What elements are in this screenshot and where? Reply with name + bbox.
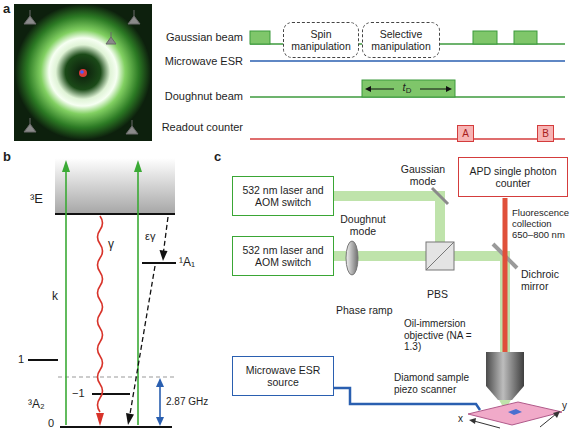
readout-pulse: A <box>457 125 474 142</box>
state-label: ³E <box>30 192 43 207</box>
arrowhead <box>62 160 70 172</box>
beam-label: Doughnut mode <box>338 213 388 237</box>
readout-trace <box>250 138 565 139</box>
arrowhead <box>126 413 134 425</box>
box-text: 532 nm laser and AOM switch <box>238 184 328 208</box>
diamond-chip <box>508 409 522 415</box>
spin-level-label: −1 <box>72 387 85 400</box>
gaussian-pulse <box>250 31 270 44</box>
microwave-trace <box>250 60 565 61</box>
energy-level <box>92 393 130 395</box>
panel-letter: a <box>3 2 10 17</box>
doughnut-pulse <box>362 80 455 97</box>
axis-arrow <box>540 414 556 427</box>
signal-name: Gaussian beam <box>146 31 243 44</box>
arrowhead <box>160 250 168 261</box>
fluorescence-beam <box>503 198 508 356</box>
readout-pulse: B <box>537 125 554 142</box>
box-text: A <box>462 128 469 140</box>
signal-name: Readout counter <box>146 121 243 134</box>
arrowhead <box>156 378 164 387</box>
arrowhead <box>365 86 371 92</box>
laser-box: 532 nm laser and AOM switch <box>232 236 334 276</box>
nv-symbol <box>106 32 116 44</box>
arrowhead <box>96 413 104 426</box>
objective-lens <box>486 352 524 400</box>
duration-arrow <box>420 89 447 90</box>
energy-level <box>142 262 176 264</box>
excitation-arrow <box>137 172 139 425</box>
box-text: B <box>542 128 549 140</box>
spin-level-label: 0 <box>48 417 54 430</box>
box-text: 532 nm laser and AOM switch <box>238 244 328 268</box>
component-label: Oil-immersion objective (NA = 1.3) <box>404 318 482 353</box>
component-label: PBS <box>427 288 448 300</box>
beam-label: Fluorescence collection 650–800 nm <box>512 208 572 241</box>
arrowhead <box>134 160 142 172</box>
state-label: ³A₂ <box>28 398 45 412</box>
gaussian-pulse <box>514 31 537 44</box>
gaussian-beam <box>334 196 440 244</box>
sequence-step-box: Spin manipulation <box>283 22 359 58</box>
signal-name: Microwave ESR <box>146 55 243 68</box>
beam-splitter <box>426 242 454 270</box>
panel-letter: b <box>3 150 11 165</box>
energy-level <box>55 213 175 215</box>
rate-label: k <box>52 290 58 304</box>
splitting-arrow <box>159 385 161 419</box>
gaussian-pulse <box>473 31 497 44</box>
nv-center-dot <box>80 70 84 74</box>
component-label: Phase ramp <box>336 304 393 316</box>
duration-arrow <box>370 89 394 90</box>
box-text: APD single photon counter <box>464 165 562 189</box>
detector-box: APD single photon counter <box>458 157 568 197</box>
component-label: Dichroic mirror <box>521 268 569 292</box>
axis-label: y <box>562 400 567 412</box>
box-text: Microwave ESR source <box>238 364 328 388</box>
diamond-sample <box>468 402 562 425</box>
duration-label: tD <box>396 81 418 95</box>
box-text: Selective manipulation <box>367 28 435 52</box>
emission-wave <box>98 216 103 412</box>
beam-splitter-diagonal <box>426 242 454 270</box>
arrowhead <box>553 411 560 418</box>
component-label: Diamond sample piezo scanner <box>394 372 478 395</box>
doughnut-glow <box>15 4 151 140</box>
intersystem-arrow <box>130 266 155 414</box>
sequence-step-box: Selective manipulation <box>362 22 440 58</box>
arrowhead <box>156 417 164 426</box>
axis-label: x <box>458 413 463 425</box>
nv-symbol <box>24 10 36 24</box>
nv-symbol <box>24 118 36 132</box>
microscope-image <box>14 4 152 141</box>
nv-symbol <box>126 120 138 134</box>
phase-ramp-plate <box>346 241 358 275</box>
nv-center-dot <box>79 69 87 77</box>
state-label: ¹A₁ <box>179 256 195 270</box>
doughnut-beam <box>334 256 505 356</box>
signal-name: Doughnut beam <box>146 90 243 103</box>
excitation-arrow <box>65 172 67 425</box>
energy-level <box>60 426 172 428</box>
arrowhead <box>469 418 476 424</box>
beam-label: Gaussian mode <box>398 163 448 187</box>
spin-level-label: 1 <box>18 353 24 366</box>
rate-label: γ <box>108 238 114 252</box>
arrowhead <box>446 86 452 92</box>
microwave-source-box: Microwave ESR source <box>232 356 334 396</box>
energy-level <box>28 359 58 361</box>
frequency-label: 2.87 GHz <box>166 396 208 408</box>
panel-letter: c <box>214 150 221 165</box>
nv-symbol <box>128 10 140 24</box>
intersystem-arrow <box>164 217 168 251</box>
excited-state-band <box>55 158 175 214</box>
box-text: Spin manipulation <box>288 28 354 52</box>
rate-label: εγ <box>145 230 155 243</box>
mirror <box>432 188 448 204</box>
axis-arrow <box>474 421 500 428</box>
reference-line <box>58 377 174 378</box>
laser-box: 532 nm laser and AOM switch <box>232 176 334 216</box>
